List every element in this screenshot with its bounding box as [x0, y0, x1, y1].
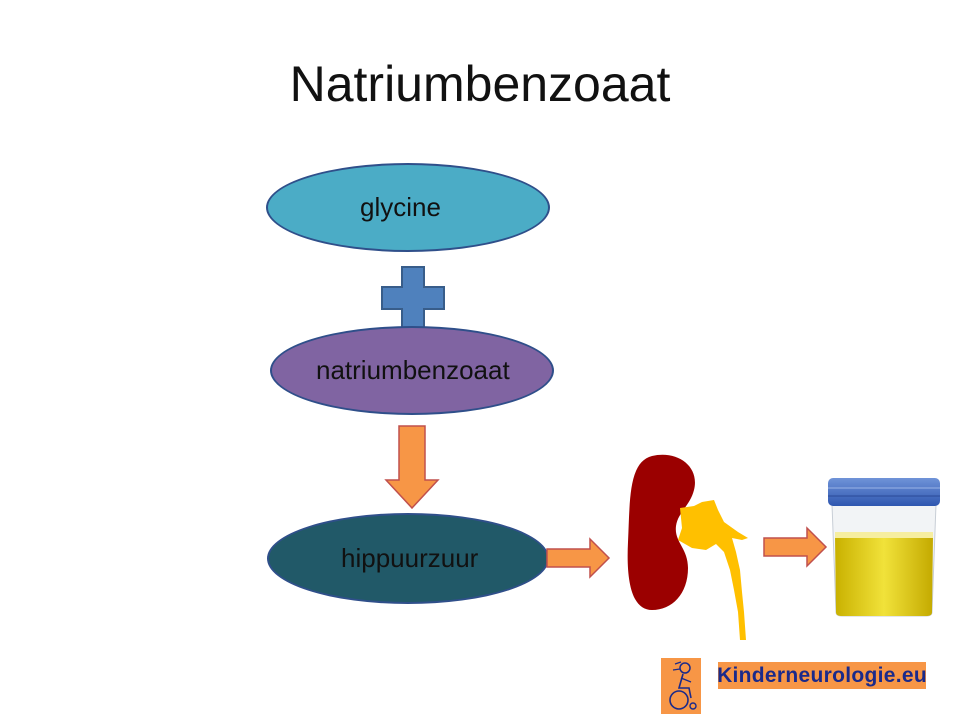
- page-title: Natriumbenzoaat: [289, 56, 671, 112]
- natriumbenzoaat-label: natriumbenzoaat: [316, 355, 510, 385]
- logo-badge: Kinderneurologie.eu: [717, 662, 927, 689]
- right-arrow-icon: [546, 537, 611, 579]
- logo-text: Kinderneurologie.eu: [717, 663, 927, 687]
- right-arrow-icon: [763, 526, 828, 568]
- wheelchair-child-logo-icon: [661, 658, 701, 714]
- plus-icon: [381, 266, 445, 330]
- kidney-icon: [627, 454, 748, 640]
- down-arrow-icon: [384, 425, 440, 510]
- glycine-label: glycine: [360, 192, 441, 222]
- hippuurzuur-node: hippuurzuur: [267, 513, 549, 604]
- natriumbenzoaat-node: natriumbenzoaat: [270, 326, 554, 415]
- hippuurzuur-label: hippuurzuur: [341, 543, 479, 573]
- urine-cup-icon: [828, 478, 940, 617]
- glycine-node: glycine: [266, 163, 550, 252]
